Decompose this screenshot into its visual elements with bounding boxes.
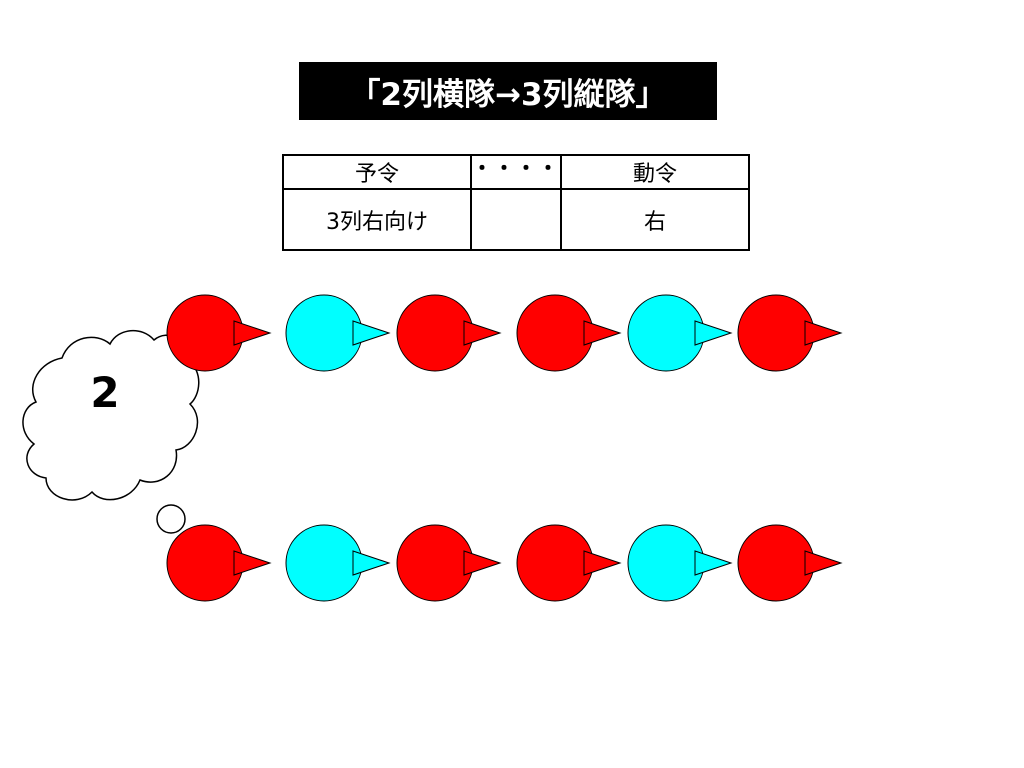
person-body <box>627 294 705 372</box>
facing-arrow <box>352 320 391 346</box>
facing-arrow <box>694 320 733 346</box>
person-body <box>627 524 705 602</box>
cell-pause <box>470 188 562 251</box>
person-body <box>166 524 244 602</box>
person-r1-p3 <box>396 294 502 372</box>
person-body <box>285 524 363 602</box>
person-r1-p1 <box>166 294 272 372</box>
people-layer <box>166 294 843 602</box>
thought-cloud-shape <box>22 330 200 501</box>
thought-text: 2 <box>90 368 120 417</box>
person-r2-p1 <box>166 524 272 602</box>
thought-cloud <box>22 330 208 577</box>
facing-arrow <box>804 550 843 576</box>
facing-arrow <box>583 320 622 346</box>
person-r2-p4 <box>516 524 622 602</box>
facing-arrow <box>694 550 733 576</box>
cell-preparatory: 3列右向け <box>282 188 472 251</box>
person-r1-p5 <box>627 294 733 372</box>
facing-arrow <box>463 550 502 576</box>
person-r2-p3 <box>396 524 502 602</box>
slide-title: 「2列横隊→3列縦隊」 <box>299 62 717 120</box>
command-table-header-row: 予令 ・・・・ 動令 <box>282 154 750 190</box>
facing-arrow <box>233 320 272 346</box>
person-r1-p4 <box>516 294 622 372</box>
thought-bubble-large <box>156 504 186 534</box>
facing-arrow <box>352 550 391 576</box>
person-r1-p2 <box>285 294 391 372</box>
person-r2-p6 <box>737 524 843 602</box>
person-r1-p6 <box>737 294 843 372</box>
slide-title-text: 「2列横隊→3列縦隊」 <box>349 76 667 113</box>
header-pause: ・・・・ <box>470 154 562 190</box>
person-body <box>737 294 815 372</box>
cell-execution: 右 <box>560 188 750 251</box>
facing-arrow <box>233 550 272 576</box>
person-body <box>396 524 474 602</box>
facing-arrow <box>463 320 502 346</box>
person-body <box>737 524 815 602</box>
command-table-body-row: 3列右向け 右 <box>282 188 750 251</box>
person-body <box>285 294 363 372</box>
person-body <box>396 294 474 372</box>
person-body <box>166 294 244 372</box>
pause-dots: ・・・・ <box>472 155 560 180</box>
facing-arrow <box>804 320 843 346</box>
person-r2-p2 <box>285 524 391 602</box>
command-table: 予令 ・・・・ 動令 3列右向け 右 <box>282 154 750 251</box>
header-preparatory: 予令 <box>282 154 472 190</box>
header-execution: 動令 <box>560 154 750 190</box>
person-body <box>516 294 594 372</box>
person-r2-p5 <box>627 524 733 602</box>
facing-arrow <box>583 550 622 576</box>
person-body <box>516 524 594 602</box>
